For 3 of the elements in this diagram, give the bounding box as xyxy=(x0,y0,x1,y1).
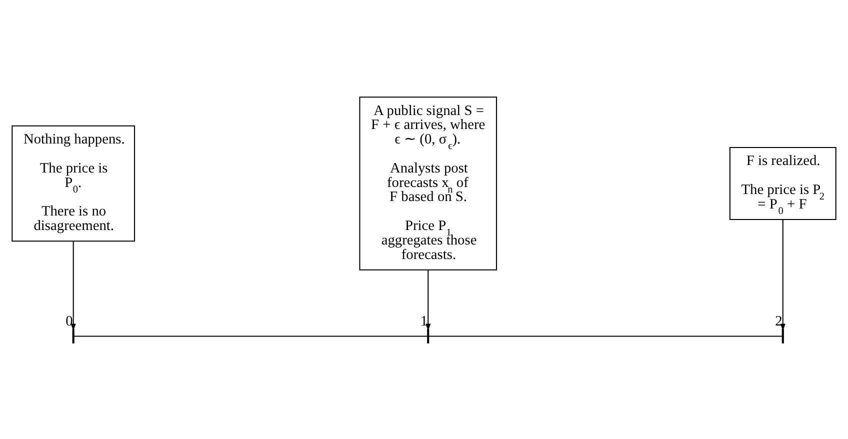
node-label: 2 xyxy=(775,313,782,330)
node-label: 1 xyxy=(420,313,428,330)
node-label: 0 xyxy=(66,313,73,330)
